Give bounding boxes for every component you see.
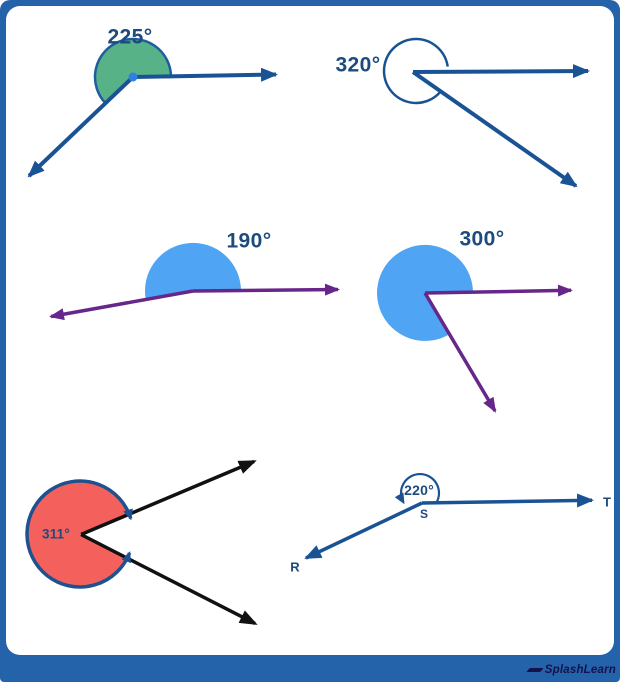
reflex-sector-225 [93,37,173,105]
brand-watermark: SplashLearn [526,662,616,678]
reflex-arc-311 [25,479,133,589]
angle-label-225: 225° [107,25,153,49]
ray-to-r [304,501,423,560]
vertex-dot [128,72,138,82]
angle-label-300: 300° [459,227,505,251]
point-label-r: R [290,559,300,575]
ray-up-right [80,459,257,537]
figure-angle-311 [25,459,258,626]
figure-angle-220 [304,472,594,560]
reflex-arc-320 [382,37,449,105]
brand-swoosh-icon [526,668,544,672]
figure-angle-300 [377,244,573,413]
vertex-label-s: S [419,507,429,521]
reflex-sector-311 [27,480,129,587]
reflex-arc-220 [394,472,441,505]
brand-watermark-text: SplashLearn [544,664,616,676]
figure-angle-225 [27,37,278,178]
ray-right [412,64,590,79]
angle-label-190: 190° [226,229,272,253]
ray-right [132,67,278,82]
ray-right [424,284,573,297]
angle-label-311: 311° [42,526,70,542]
point-label-t: T [603,494,611,510]
ray-left [49,289,194,321]
angle-label-320: 320° [335,53,381,77]
ray-to-t [421,493,594,508]
reflex-sector-190 [145,242,242,300]
ray-down-right [423,292,497,413]
figure-angle-190 [49,242,340,321]
ray-down-right [411,70,578,188]
ray-right [192,283,340,296]
angle-label-220: 220° [404,482,434,498]
figure-angle-320 [382,37,590,188]
ray-down-left [27,75,135,178]
ray-down-right [80,532,258,626]
